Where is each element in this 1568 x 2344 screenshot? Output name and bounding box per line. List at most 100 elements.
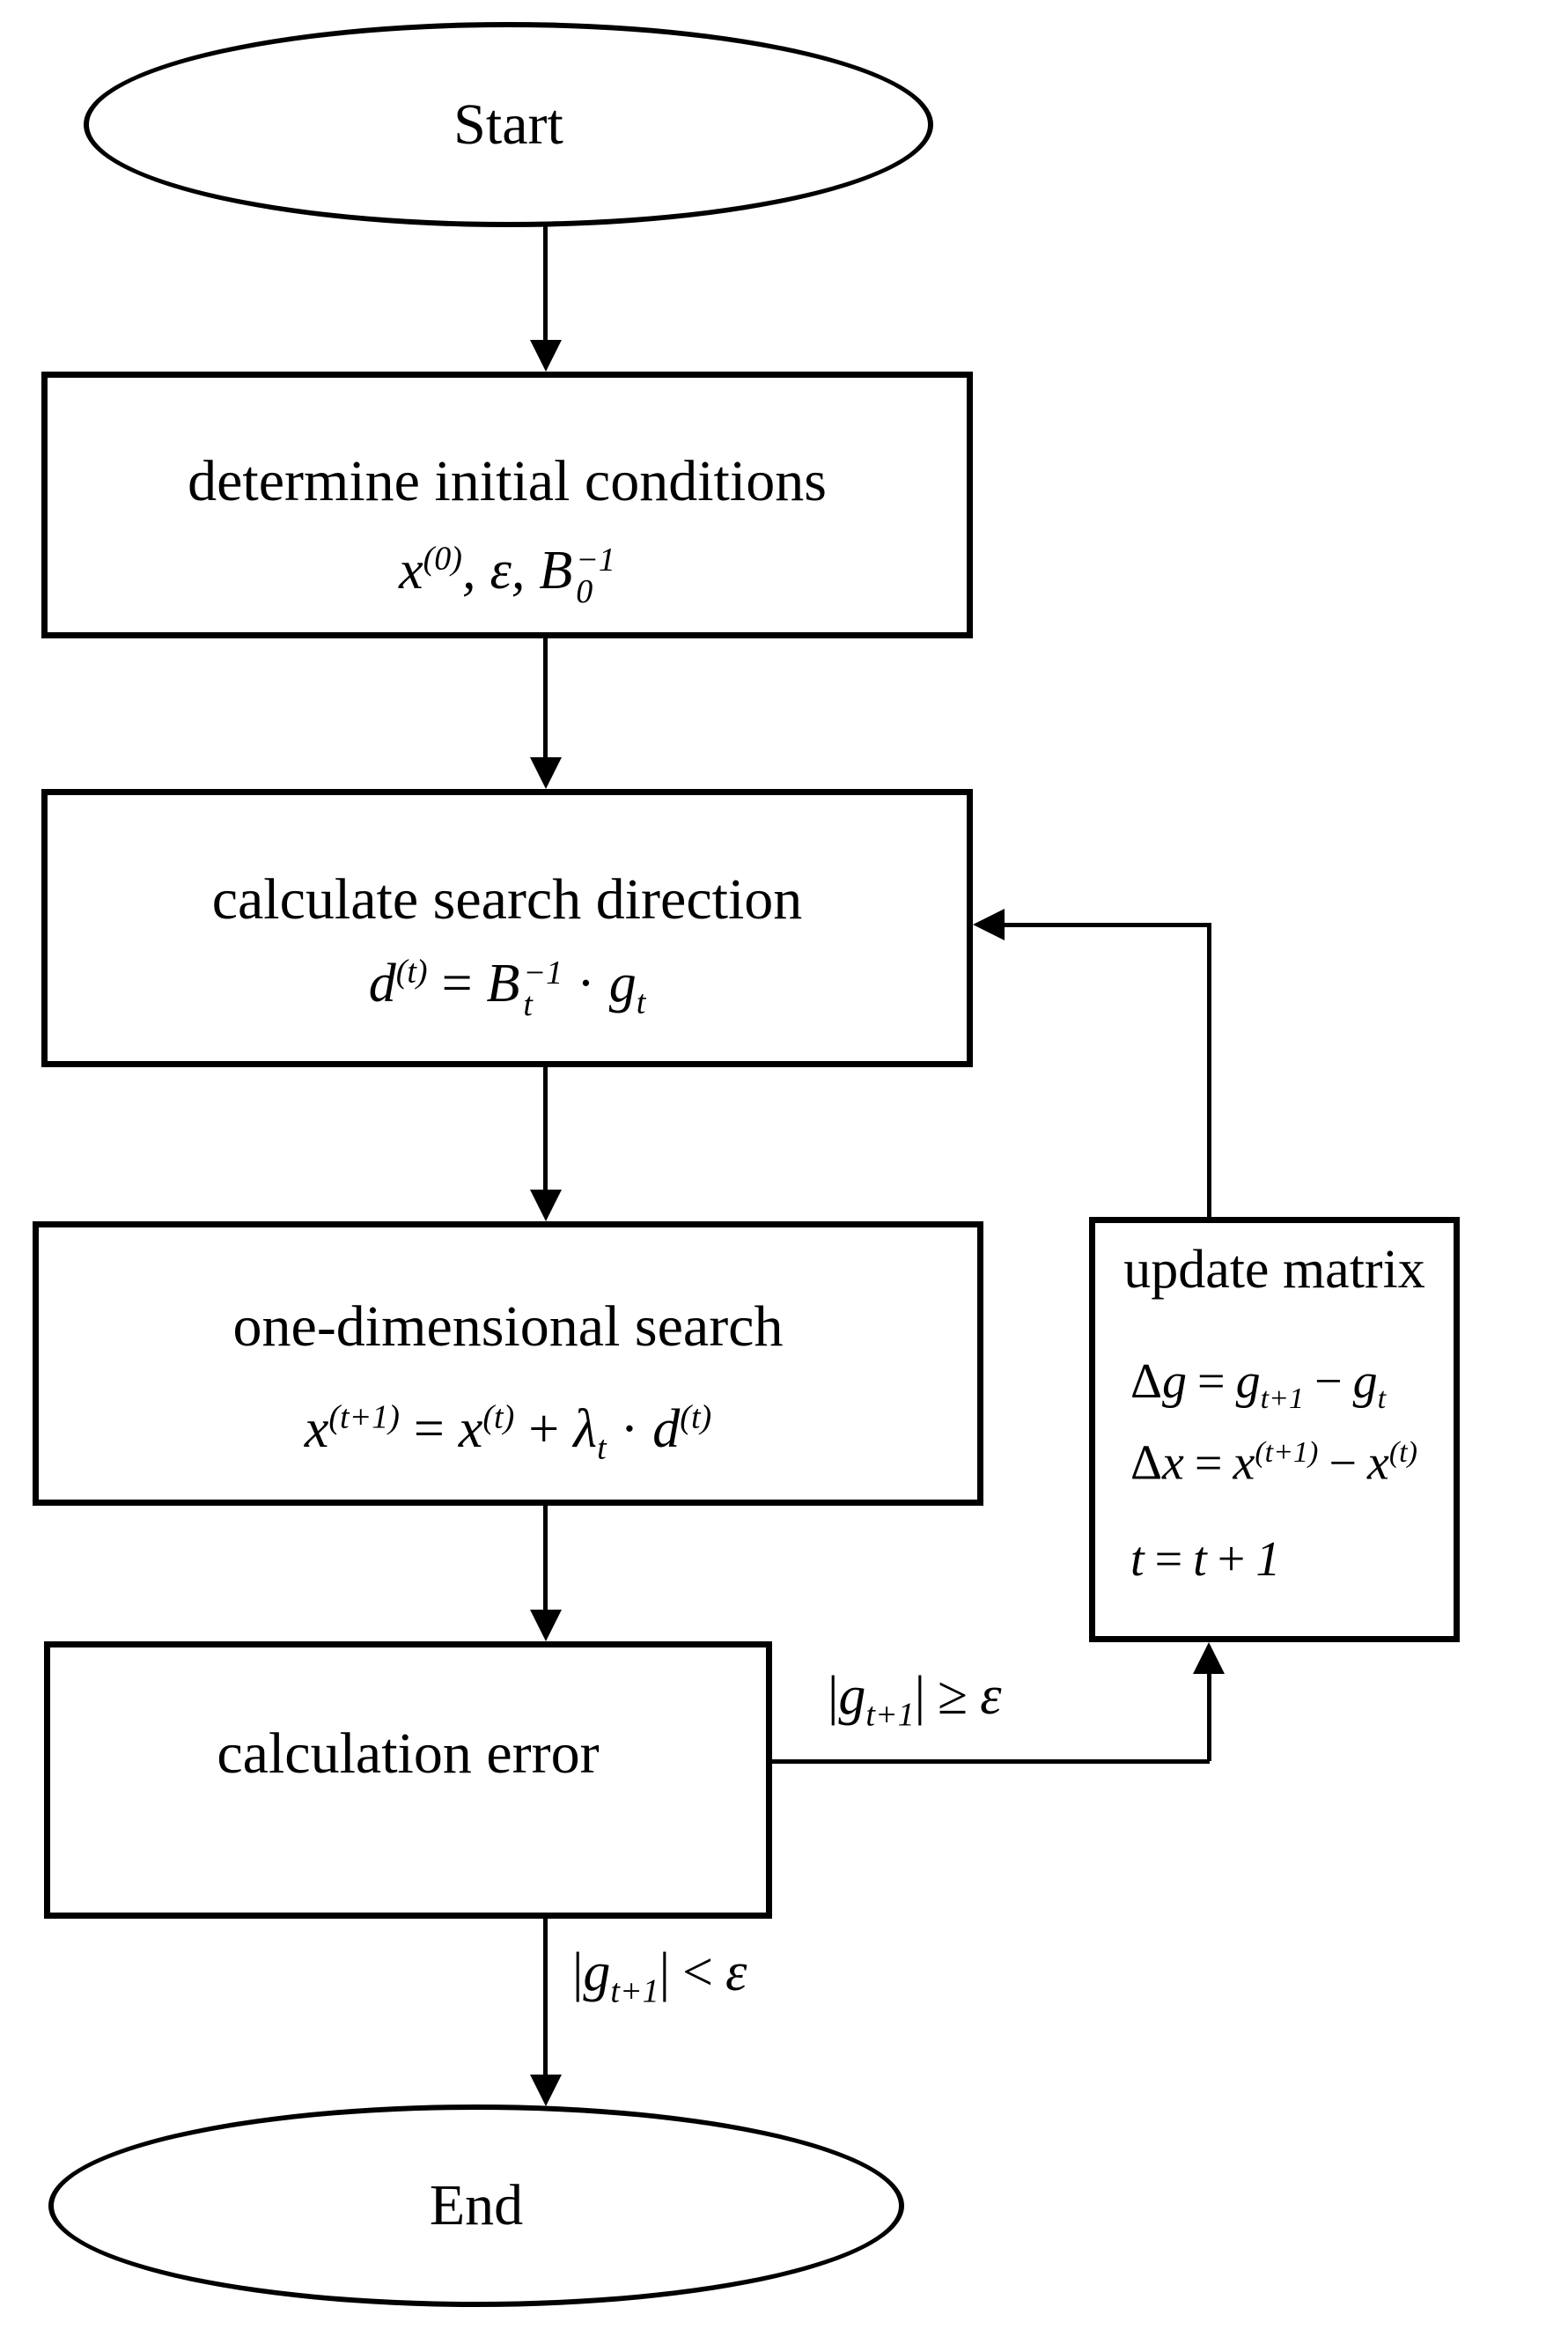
sub-lambda-t: t <box>597 1429 607 1467</box>
sub-gt1: t+1 <box>610 1972 659 2010</box>
B-sup: −1 <box>523 954 563 991</box>
var-x: x <box>1162 1435 1184 1491</box>
geq-sign: ≥ <box>938 1666 968 1726</box>
var-x: x <box>458 1399 483 1459</box>
arrow-init-to-direction-shaft <box>543 638 548 759</box>
sup-x0: (0) <box>423 540 462 578</box>
var-d: d <box>652 1399 681 1459</box>
var-t: t <box>1130 1532 1145 1587</box>
arrow-error-to-end-shaft <box>543 1919 548 2076</box>
sub-gt1: t+1 <box>1260 1382 1304 1416</box>
dot-operator: · <box>620 1399 639 1459</box>
var-d: d <box>368 954 396 1014</box>
arrow-direction-to-linesearch-shaft <box>543 1067 548 1191</box>
B-sub: t <box>523 985 533 1023</box>
abs-bar: | <box>572 1942 584 2002</box>
var-epsilon: ε <box>490 541 512 601</box>
update-matrix-title: update matrix <box>1123 1240 1425 1300</box>
end-label: End <box>429 2173 524 2237</box>
var-g: g <box>1162 1354 1188 1409</box>
var-g: g <box>838 1666 866 1726</box>
box-calculation-error: calculation error <box>44 1641 772 1919</box>
delta-symbol: Δ <box>1130 1354 1163 1409</box>
start-terminator: Start <box>84 22 933 227</box>
var-g: g <box>1352 1354 1378 1409</box>
equals-sign: = <box>1197 1354 1226 1409</box>
line-search-formula: x(t+1)=x(t)+λt·d(t) <box>39 1398 977 1467</box>
arrow-error-to-end-head <box>530 2075 562 2106</box>
sub-gt: t <box>636 984 646 1021</box>
arrow-direction-to-linesearch-head <box>530 1190 562 1221</box>
equals-sign: = <box>413 1399 445 1459</box>
arrow-update-to-direction-head <box>973 909 1005 940</box>
loop-condition-label: |gt+1|≥ε <box>828 1666 1002 1734</box>
var-x: x <box>304 1399 329 1459</box>
minus-sign: − <box>1329 1435 1357 1491</box>
exit-condition-label: |gt+1|<ε <box>572 1942 747 2010</box>
plus-sign: + <box>528 1399 560 1459</box>
sup-xt1: (t+1) <box>328 1398 400 1436</box>
update-matrix-formula-t: t=t+1 <box>1130 1532 1281 1588</box>
arrow-start-to-init-shaft <box>543 224 548 342</box>
abs-bar: | <box>914 1666 926 1726</box>
box-update-matrix: update matrix Δg=gt+1−gt Δx=x(t+1)−x(t) … <box>1089 1217 1460 1642</box>
comma: , <box>461 541 476 601</box>
sup-xt: (t) <box>1388 1436 1417 1469</box>
var-lambda: λ <box>573 1399 598 1459</box>
equals-sign: = <box>1194 1435 1223 1491</box>
arrow-error-to-update-head <box>1193 1642 1225 1674</box>
sup-dt: (t) <box>395 953 428 991</box>
var-B: B <box>486 954 520 1014</box>
var-g: g <box>608 954 637 1014</box>
update-matrix-formula-dx: Δx=x(t+1)−x(t) <box>1130 1436 1417 1491</box>
arrow-update-to-direction-hshaft <box>1003 923 1209 927</box>
B-sub: 0 <box>576 572 593 610</box>
equals-sign: = <box>1154 1532 1183 1587</box>
start-label: Start <box>453 92 563 157</box>
search-direction-title: calculate search direction <box>211 867 803 932</box>
var-epsilon: ε <box>980 1666 1002 1726</box>
abs-bar: | <box>659 1942 671 2002</box>
arrow-error-to-update-vshaft <box>1207 1672 1211 1761</box>
arrow-update-to-direction-vshaft <box>1207 923 1211 1217</box>
arrow-init-to-direction-head <box>530 757 562 789</box>
delta-symbol: Δ <box>1130 1435 1163 1491</box>
calculation-error-title: calculation error <box>217 1721 600 1786</box>
var-x: x <box>1366 1435 1389 1491</box>
arrow-linesearch-to-error-shaft <box>543 1506 548 1611</box>
arrow-start-to-init-head <box>530 340 562 372</box>
line-search-title: one-dimensional search <box>232 1294 784 1359</box>
var-t: t <box>1193 1532 1207 1587</box>
var-g: g <box>1235 1354 1261 1409</box>
sup-xt: (t) <box>482 1398 515 1436</box>
B-sup: −1 <box>576 541 615 579</box>
arrow-error-to-update-hshaft <box>772 1759 1210 1764</box>
less-than-sign: < <box>682 1942 714 2002</box>
minus-sign: − <box>1314 1354 1343 1409</box>
dot-operator: · <box>577 954 595 1014</box>
initial-conditions-title: determine initial conditions <box>188 449 827 513</box>
arrow-linesearch-to-error-head <box>530 1610 562 1641</box>
number-one: 1 <box>1255 1532 1281 1587</box>
sup-xt1: (t+1) <box>1255 1436 1319 1469</box>
plus-sign: + <box>1217 1532 1246 1587</box>
var-g: g <box>583 1942 611 2002</box>
sub-gt1: t+1 <box>865 1696 915 1734</box>
sup-dt: (t) <box>680 1398 712 1436</box>
comma: , <box>511 541 526 601</box>
var-x: x <box>1233 1435 1255 1491</box>
var-B: B <box>539 541 573 601</box>
equals-sign: = <box>441 954 473 1014</box>
sub-gt: t <box>1377 1382 1387 1416</box>
var-epsilon: ε <box>725 1942 747 2002</box>
box-line-search: one-dimensional search x(t+1)=x(t)+λt·d(… <box>33 1221 983 1506</box>
end-terminator: End <box>48 2104 904 2307</box>
var-x: x <box>399 541 423 601</box>
update-matrix-formula-dg: Δg=gt+1−gt <box>1130 1354 1387 1416</box>
